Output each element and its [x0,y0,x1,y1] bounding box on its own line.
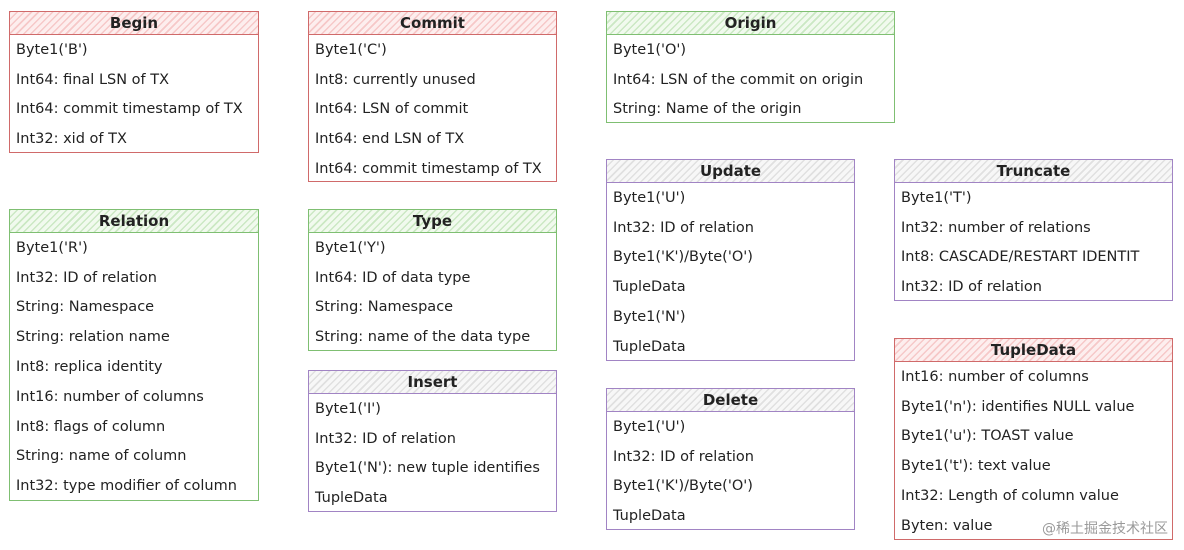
relation-field: String: name of column [16,448,187,465]
watermark-text: @稀土掘金技术社区 [1042,521,1168,537]
insert-title: Insert [309,371,556,394]
update-field: Byte1('K')/Byte('O') [613,249,753,266]
relation-field: Byte1('R') [16,239,88,256]
delete-title: Delete [607,389,854,412]
insert-field: Byte1('I') [315,400,381,417]
truncate-field: Byte1('T') [901,189,972,206]
truncate-field: Int32: number of relations [901,219,1091,236]
tupledata-field: Int32: Length of column value [901,488,1119,505]
commit-title: Commit [309,12,556,35]
relation-title: Relation [10,210,258,233]
origin-field: Byte1('O') [613,41,687,58]
delete-field: TupleData [613,508,686,525]
update-field: Byte1('N') [613,309,686,326]
tupledata-field: Byte1('u'): TOAST value [901,428,1074,445]
commit-box: Commit Byte1('C') Int8: currently unused… [308,11,557,182]
update-field: TupleData [613,279,686,296]
origin-field: String: Name of the origin [613,101,802,118]
relation-field: String: relation name [16,329,170,346]
delete-field: Byte1('K')/Byte('O') [613,478,753,495]
update-field: Byte1('U') [613,189,686,206]
origin-box: Origin Byte1('O') Int64: LSN of the comm… [606,11,895,123]
begin-field: Byte1('B') [16,41,88,58]
insert-box: Insert Byte1('I') Int32: ID of relation … [308,370,557,512]
tupledata-title: TupleData [895,339,1172,362]
update-field: TupleData [613,338,686,355]
begin-box: Begin Byte1('B') Int64: final LSN of TX … [9,11,259,153]
commit-field: Int8: currently unused [315,71,476,88]
update-box: Update Byte1('U') Int32: ID of relation … [606,159,855,361]
type-field: String: Namespace [315,299,454,316]
insert-field: TupleData [315,490,388,507]
tupledata-field: Byte1('n'): identifies NULL value [901,398,1135,415]
tupledata-field: Byte1('t'): text value [901,458,1051,475]
begin-field: Int64: final LSN of TX [16,71,170,88]
type-field: Byte1('Y') [315,239,386,256]
tupledata-box: TupleData Int16: number of columns Byte1… [894,338,1173,540]
origin-field: Int64: LSN of the commit on origin [613,71,864,88]
type-title: Type [309,210,556,233]
insert-field: Int32: ID of relation [315,430,456,447]
relation-box: Relation Byte1('R') Int32: ID of relatio… [9,209,259,501]
update-title: Update [607,160,854,183]
delete-field: Int32: ID of relation [613,448,754,465]
relation-field: Int8: replica identity [16,359,163,376]
update-field: Int32: ID of relation [613,219,754,236]
delete-box: Delete Byte1('U') Int32: ID of relation … [606,388,855,530]
relation-field: String: Namespace [16,299,155,316]
type-field: String: name of the data type [315,329,531,346]
relation-field: Int8: flags of column [16,418,166,435]
origin-title: Origin [607,12,894,35]
commit-field: Byte1('C') [315,41,387,58]
truncate-box: Truncate Byte1('T') Int32: number of rel… [894,159,1173,301]
relation-field: Int16: number of columns [16,388,204,405]
delete-field: Byte1('U') [613,418,686,435]
tupledata-field: Int16: number of columns [901,368,1089,385]
commit-field: Int64: commit timestamp of TX [315,161,542,178]
insert-field: Byte1('N'): new tuple identifies [315,460,540,477]
tupledata-field: Byten: value [901,517,993,534]
truncate-field: Int8: CASCADE/RESTART IDENTIT [901,249,1140,266]
relation-field: Int32: type modifier of column [16,478,237,495]
truncate-field: Int32: ID of relation [901,279,1042,296]
relation-field: Int32: ID of relation [16,269,157,286]
truncate-title: Truncate [895,160,1172,183]
commit-field: Int64: end LSN of TX [315,131,465,148]
begin-field: Int64: commit timestamp of TX [16,101,243,118]
begin-title: Begin [10,12,258,35]
type-box: Type Byte1('Y') Int64: ID of data type S… [308,209,557,351]
type-field: Int64: ID of data type [315,269,471,286]
commit-field: Int64: LSN of commit [315,101,469,118]
begin-field: Int32: xid of TX [16,131,127,148]
